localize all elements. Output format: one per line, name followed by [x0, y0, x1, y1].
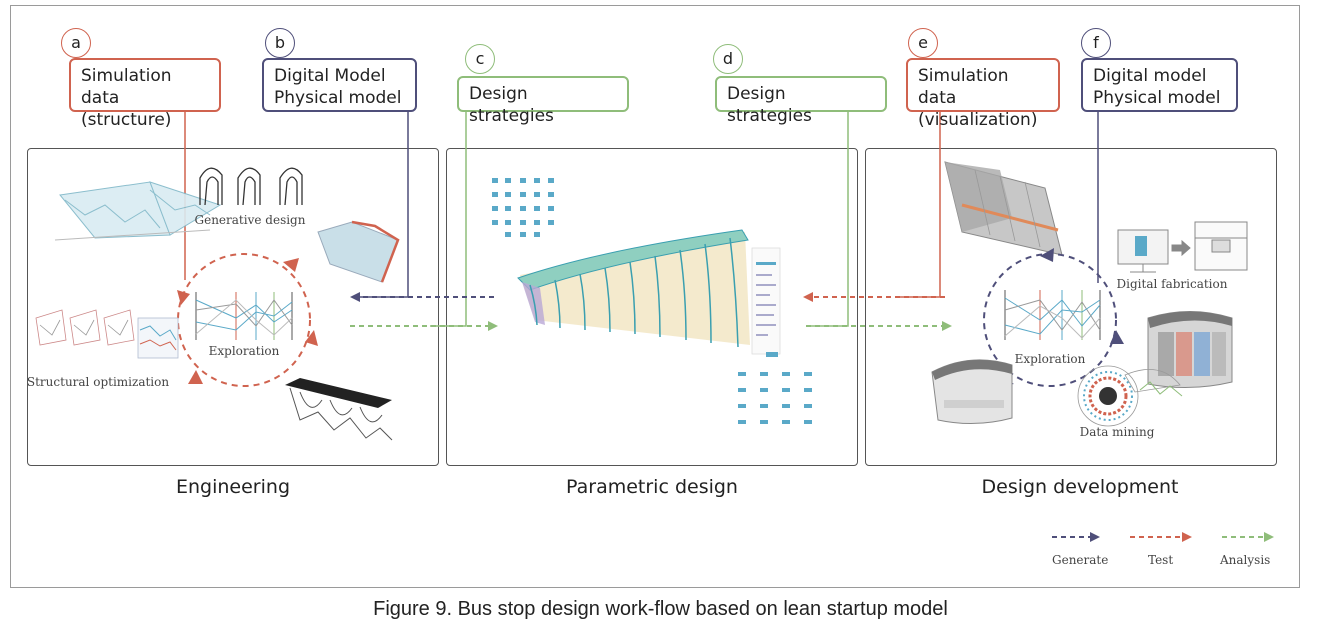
render-shelter-right — [1147, 311, 1233, 389]
label-c-line1: Design strategies — [469, 84, 554, 126]
label-box-c: Design strategies — [457, 76, 629, 126]
panel-engineering — [27, 148, 439, 466]
digital-fabrication-label: Digital fabrication — [1117, 277, 1228, 291]
parametric-shelter — [517, 229, 750, 348]
label-box-e: Simulation data (visualization) — [906, 58, 1060, 130]
label-f-line2: Physical model — [1093, 88, 1221, 108]
label-box-a: Simulation data (structure) — [69, 58, 221, 130]
legend-analysis-label: Analysis — [1220, 553, 1271, 567]
label-a-marker: a — [61, 28, 91, 58]
simulation-visualization — [944, 161, 1063, 256]
dev-parallel-plot — [1004, 290, 1101, 340]
label-box-f: Digital model Physical model — [1081, 58, 1238, 112]
label-f-marker: f — [1081, 28, 1111, 58]
label-c-marker: c — [465, 44, 495, 74]
generative-design-label: Generative design — [195, 213, 306, 227]
engineering-title: Engineering — [176, 476, 290, 498]
label-a-line2: (structure) — [81, 110, 172, 130]
exploration-cycle — [177, 253, 311, 387]
figure-caption: Figure 9. Bus stop design work-flow base… — [373, 598, 948, 620]
label-e-marker: e — [908, 28, 938, 58]
label-a-line1: Simulation data — [81, 66, 172, 108]
panel-development — [865, 148, 1277, 466]
label-box-b: Digital Model Physical model — [262, 58, 417, 112]
parallel-plot — [195, 292, 293, 340]
label-f-line1: Digital model — [1093, 66, 1207, 86]
module-grid-top — [492, 178, 554, 237]
figure-frame — [10, 5, 1300, 588]
eng-exploration-label: Exploration — [209, 344, 280, 358]
structural-thumbnails — [35, 309, 135, 346]
label-b-line2: Physical model — [274, 88, 402, 108]
label-b-marker: b — [265, 28, 295, 58]
canopy-model — [285, 378, 393, 441]
structural-charts — [137, 317, 179, 359]
connector-c — [430, 112, 467, 327]
data-mining-label: Data mining — [1080, 425, 1155, 439]
parametric-design-title: Parametric design — [566, 476, 738, 498]
design-development-title: Design development — [981, 476, 1179, 498]
structure-wireframe — [59, 181, 222, 239]
module-grid-bottom — [738, 372, 812, 424]
label-d-marker: d — [713, 44, 743, 74]
connector-d — [810, 112, 849, 327]
label-e-line2: (visualization) — [918, 110, 1038, 130]
parameter-panel — [751, 247, 781, 357]
structural-optimization-label: Structural optimization — [27, 375, 169, 389]
label-b-line1: Digital Model — [274, 66, 386, 86]
label-box-d: Design strategies — [715, 76, 887, 126]
fabrication-setup — [1117, 221, 1248, 273]
label-d-line1: Design strategies — [727, 84, 812, 126]
connector-e — [900, 112, 941, 298]
render-shelter-left — [931, 359, 1013, 425]
legend-generate-label: Generate — [1052, 553, 1109, 567]
test-model — [317, 220, 400, 283]
dev-exploration-label: Exploration — [1015, 352, 1086, 366]
generative-frames — [199, 167, 303, 206]
label-e-line1: Simulation data — [918, 66, 1009, 108]
panel-parametric — [446, 148, 858, 466]
legend-test-label: Test — [1148, 553, 1174, 567]
data-mining-chart — [1077, 365, 1183, 427]
